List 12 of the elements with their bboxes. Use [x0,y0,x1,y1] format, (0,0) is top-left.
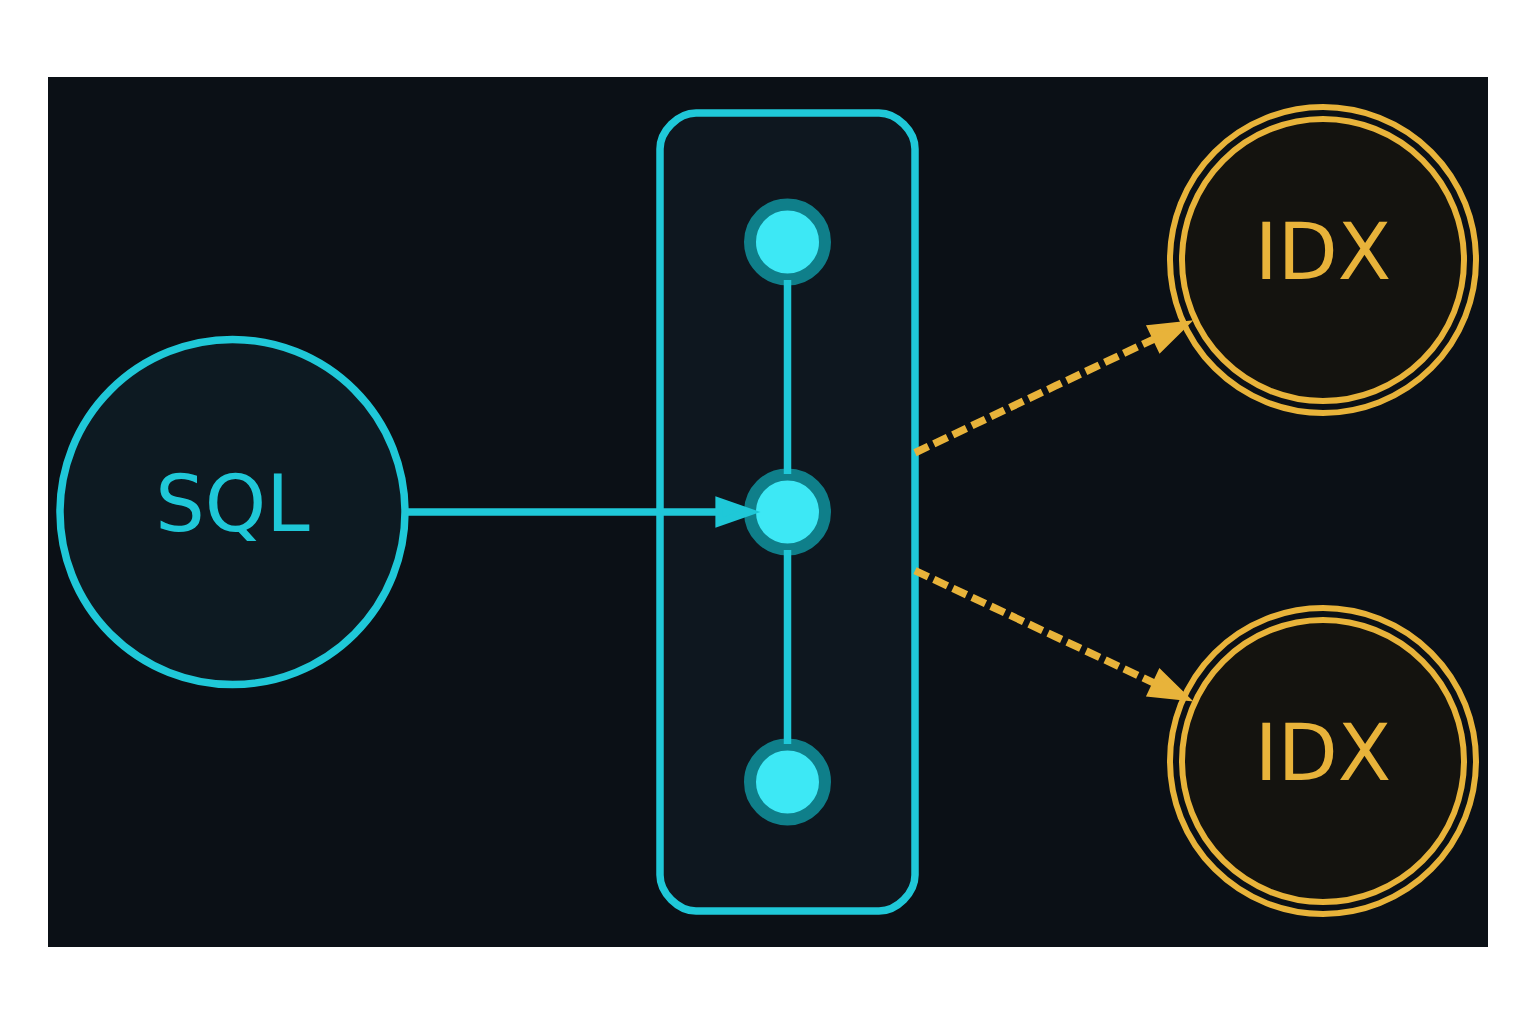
node-circle: IDX [1167,605,1479,917]
node-circle: IDX [1167,104,1479,416]
arrow [913,320,1194,457]
node-circle [744,738,831,826]
node-circle [744,198,831,286]
arrow [913,567,1194,702]
cluster [656,109,919,915]
arrow [406,496,761,528]
node-circle [744,468,831,556]
node-circle: SQL [56,335,409,689]
connector [783,550,792,744]
connector [783,280,792,474]
